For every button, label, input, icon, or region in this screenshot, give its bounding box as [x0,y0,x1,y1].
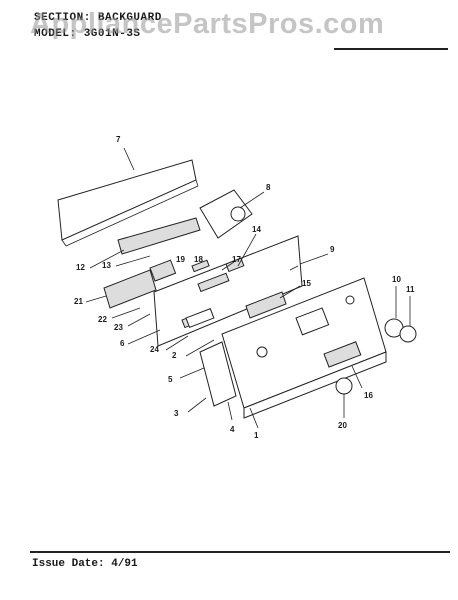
callout-10: 10 [392,275,401,284]
callout-15: 15 [302,279,311,288]
part-switch [225,257,245,273]
callout-17: 17 [232,255,241,264]
part-relay-block [103,269,157,309]
callout-11: 11 [406,285,415,294]
header-rule [334,48,448,50]
issue-date: Issue Date: 4/91 [32,558,138,570]
part-clock [199,189,253,239]
callout-6: 6 [120,339,125,348]
watermark: AppliancePartsPros.com [30,8,385,40]
callout-8: 8 [266,183,271,192]
part-terminal-strip [117,217,201,255]
callout-18: 18 [194,255,203,264]
callout-2: 2 [172,351,177,360]
callout-20: 20 [338,421,347,430]
diagram-header: SECTION: BACKGUARD MODEL: 3G01N-3S [34,12,448,52]
callout-9: 9 [330,245,335,254]
callout-23: 23 [114,323,123,332]
part-lens [185,308,215,328]
part-button-strip [245,291,287,319]
callout-3: 3 [174,409,179,418]
callout-5: 5 [168,375,173,384]
callout-19: 19 [176,255,185,264]
callout-16: 16 [364,391,373,400]
leader-8 [239,191,265,209]
callout-13: 13 [102,261,111,270]
part-front-knob [335,377,353,395]
footer-rule [30,551,450,553]
callout-14: 14 [252,225,261,234]
callout-7: 7 [116,135,121,144]
section-title: SECTION: BACKGUARD [34,12,162,24]
callout-24: 24 [150,345,159,354]
callout-22: 22 [98,315,107,324]
callout-21: 21 [74,297,83,306]
callout-12: 12 [76,263,85,272]
callout-1: 1 [254,431,259,440]
callout-4: 4 [230,425,235,434]
leader-7 [123,147,135,171]
part-knob [399,325,417,343]
part-end-cap [199,341,237,407]
model-line: MODEL: 3G01N-3S [34,28,141,40]
